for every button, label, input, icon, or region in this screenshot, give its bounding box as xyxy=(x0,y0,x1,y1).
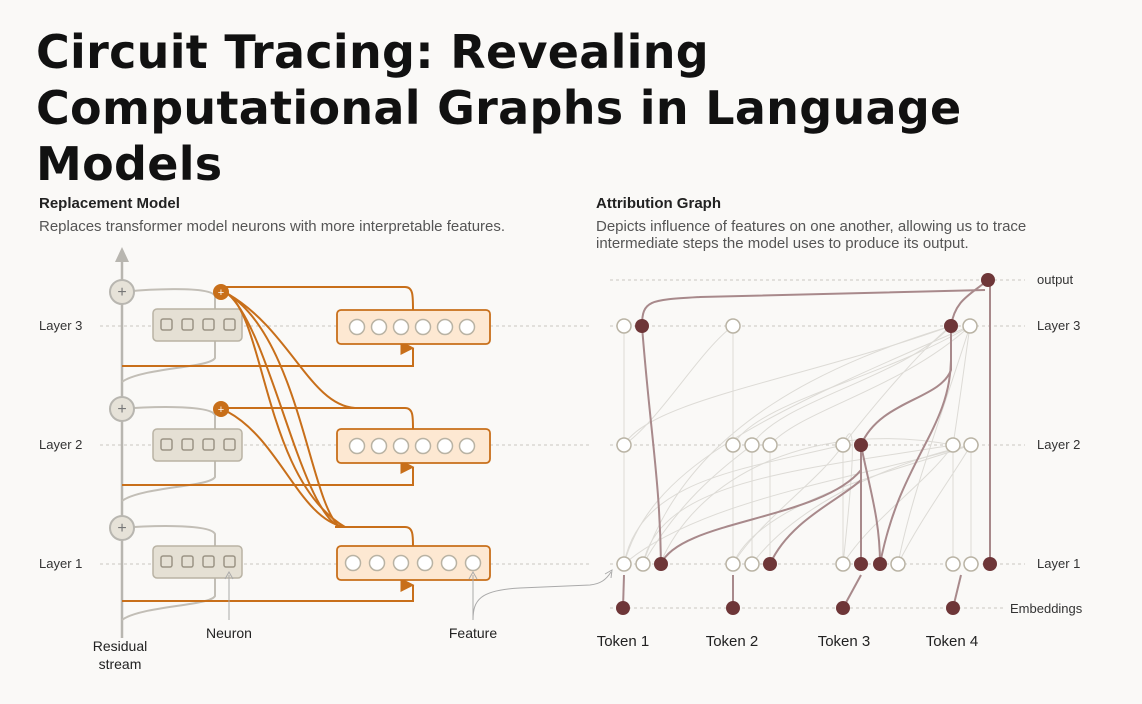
active-feature-node xyxy=(654,557,668,571)
replacement-model-description: Replaces transformer model neurons with … xyxy=(39,218,506,235)
right-layer-2-label: Layer 2 xyxy=(1037,437,1080,452)
active-feature-node xyxy=(854,557,868,571)
residual-add-node: + xyxy=(109,396,135,422)
attribution-graph-description-line: intermediate steps the model uses to pro… xyxy=(596,235,969,252)
feature-node xyxy=(835,556,851,572)
active-feature-node xyxy=(944,319,958,333)
residual-stream-label: Residual xyxy=(93,638,147,654)
svg-text:+: + xyxy=(117,401,126,418)
feature-node xyxy=(835,437,851,453)
active-feature-node xyxy=(763,557,777,571)
active-feature-node xyxy=(983,557,997,571)
svg-text:+: + xyxy=(218,287,224,299)
attribution-graph: output Layer 3 Layer 2 Layer 1 Embedding… xyxy=(597,272,1083,650)
svg-text:+: + xyxy=(117,284,126,301)
feature-node xyxy=(725,318,741,334)
page-title: Circuit Tracing: Revealing Computational… xyxy=(36,25,962,191)
residual-add-node: + xyxy=(109,279,135,305)
residual-add-node: + xyxy=(109,515,135,541)
feature-node xyxy=(962,318,978,334)
feature-box xyxy=(336,545,491,581)
active-feature-node xyxy=(854,438,868,452)
feature-box xyxy=(336,428,491,464)
neuron-box xyxy=(152,545,243,579)
right-layer-1-label: Layer 1 xyxy=(1037,556,1080,571)
left-layer-3-label: Layer 3 xyxy=(39,318,82,333)
active-feature-node xyxy=(873,557,887,571)
right-layer-3-label: Layer 3 xyxy=(1037,318,1080,333)
embedding-node xyxy=(946,601,960,615)
neuron-label: Neuron xyxy=(206,625,252,641)
feature-node xyxy=(744,556,760,572)
feature-node xyxy=(635,556,651,572)
left-layer-2-label: Layer 2 xyxy=(39,437,82,452)
feature-box xyxy=(336,309,491,345)
token-label: Token 3 xyxy=(818,633,871,650)
feature-node xyxy=(890,556,906,572)
feature-node xyxy=(762,437,778,453)
active-feature-node xyxy=(635,319,649,333)
neuron-box xyxy=(152,308,243,342)
token-label: Token 2 xyxy=(706,633,759,650)
residual-stream xyxy=(115,247,129,638)
residual-stream-label: stream xyxy=(99,656,142,672)
replacement-model: + + + xyxy=(39,247,613,672)
token-label: Token 1 xyxy=(597,633,650,650)
replacement-model-heading: Replacement Model xyxy=(39,195,180,212)
svg-text:+: + xyxy=(117,520,126,537)
feature-add-node: + xyxy=(213,401,229,417)
attribution-graph-heading: Attribution Graph xyxy=(596,195,721,212)
attribution-graph-description: Depicts influence of features on one ano… xyxy=(596,218,1026,252)
embedding-node xyxy=(836,601,850,615)
feature-node xyxy=(616,318,632,334)
feature-node xyxy=(744,437,760,453)
svg-text:+: + xyxy=(218,404,224,416)
output-node xyxy=(981,273,995,287)
feature-node xyxy=(945,556,961,572)
embedding-node xyxy=(726,601,740,615)
feature-node xyxy=(945,437,961,453)
feature-node xyxy=(616,556,632,572)
feature-node xyxy=(725,437,741,453)
token-label: Token 4 xyxy=(926,633,979,650)
attribution-graph-description-line: Depicts influence of features on one ano… xyxy=(596,218,1027,235)
embeddings-label: Embeddings xyxy=(1010,601,1083,616)
left-layer-1-label: Layer 1 xyxy=(39,556,82,571)
feature-node xyxy=(616,437,632,453)
feature-label: Feature xyxy=(449,625,497,641)
feature-node xyxy=(725,556,741,572)
feature-node xyxy=(963,437,979,453)
feature-node xyxy=(963,556,979,572)
neuron-box xyxy=(152,428,243,462)
output-label: output xyxy=(1037,272,1074,287)
feature-add-node: + xyxy=(213,284,229,300)
embedding-node xyxy=(616,601,630,615)
